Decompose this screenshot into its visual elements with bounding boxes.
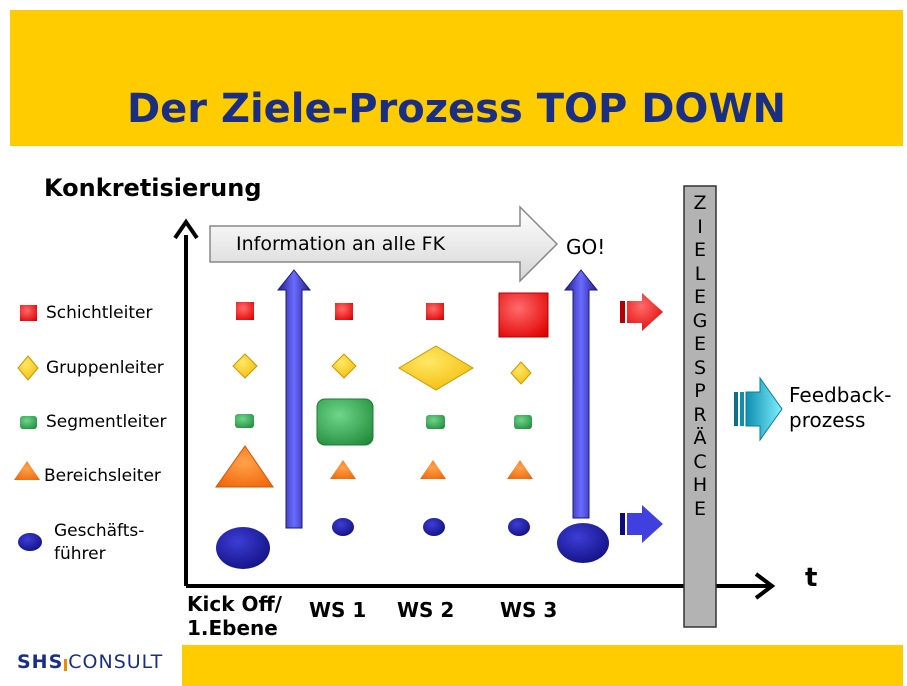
- kickoff-up-arrow: [276, 269, 312, 529]
- ws1-schichtleiter: [335, 303, 353, 320]
- y-axis: [173, 218, 199, 586]
- ws3-gruppenleiter: [510, 361, 532, 385]
- ws1-geschaeftsfuehrer: [332, 518, 354, 536]
- logo-divider: [64, 659, 68, 671]
- schichtleiter-output-arrow: [620, 293, 663, 331]
- y-axis-label: Konkretisierung: [44, 174, 262, 202]
- ws3-up-arrow: [563, 269, 599, 519]
- zg-letter: I: [697, 215, 703, 238]
- zg-letter: E: [693, 286, 706, 308]
- zielgespraeche-label: Z I E L E G E S P R Ä C H E: [686, 192, 714, 521]
- zg-letter: Z: [693, 192, 707, 214]
- feedback-line1: Feedback-: [789, 383, 892, 407]
- footer-bar: [182, 645, 903, 686]
- x-category-kickoff-line1: Kick Off/: [187, 592, 282, 616]
- ws2-bereichsleiter: [420, 460, 446, 479]
- header-banner: Der Ziele-Prozess TOP DOWN: [10, 10, 903, 146]
- legend-geschaeftsfuehrer-icon: [18, 533, 42, 551]
- legend-gruppenleiter-label: Gruppenleiter: [46, 358, 164, 378]
- ws3-geschaeftsfuehrer: [508, 518, 530, 536]
- page-title: Der Ziele-Prozess TOP DOWN: [126, 86, 787, 132]
- logo-bold: SHS: [17, 651, 64, 673]
- information-arrow-label: Information an alle FK: [236, 233, 446, 255]
- kickoff-schichtleiter: [236, 302, 254, 320]
- x-category-ws3: WS 3: [500, 598, 558, 622]
- zg-letter: G: [692, 309, 708, 332]
- feedback-label: Feedback- prozess: [789, 383, 891, 433]
- x-category-ws2: WS 2: [397, 598, 455, 622]
- ws2-schichtleiter: [426, 303, 444, 320]
- feedback-line2: prozess: [789, 408, 866, 432]
- legend-geschaeftsfuehrer-line1: Geschäfts-: [54, 521, 145, 541]
- zielgespraeche-bar: [683, 185, 717, 628]
- logo-thin: CONSULT: [68, 651, 164, 673]
- x-axis: [186, 572, 776, 600]
- legend-schichtleiter-label: Schichtleiter: [46, 303, 153, 323]
- go-label: GO!: [566, 235, 606, 259]
- legend-bereichsleiter-icon: [14, 461, 40, 480]
- ws2-segmentleiter: [426, 415, 445, 429]
- x-axis-label: t: [805, 563, 818, 593]
- geschaeftsfuehrer-output-arrow: [620, 505, 663, 543]
- ws2-geschaeftsfuehrer: [423, 518, 445, 536]
- zg-letter: E: [693, 333, 706, 355]
- ws1-gruppenleiter: [331, 353, 357, 379]
- zg-letter: C: [693, 450, 707, 473]
- x-category-kickoff-line2: 1.Ebene: [187, 616, 278, 640]
- kickoff-gruppenleiter: [232, 353, 258, 379]
- zg-letter: L: [694, 262, 706, 285]
- go-geschaeftsfuehrer: [557, 523, 609, 563]
- ws3-schichtleiter: [498, 292, 549, 338]
- legend-geschaeftsfuehrer-line2: führer: [54, 544, 106, 564]
- zg-letter: E: [693, 239, 706, 261]
- feedback-arrow: [734, 376, 783, 442]
- ws3-bereichsleiter: [507, 460, 533, 479]
- x-category-kickoff: Kick Off/ 1.Ebene: [187, 592, 282, 640]
- legend-bereichsleiter-label: Bereichsleiter: [44, 466, 161, 486]
- x-category-ws1: WS 1: [309, 598, 367, 622]
- zg-letter: S: [693, 356, 707, 379]
- legend-schichtleiter-icon: [20, 305, 37, 321]
- legend-geschaeftsfuehrer-label: Geschäfts- führer: [54, 520, 144, 566]
- ws3-segmentleiter: [514, 415, 532, 429]
- kickoff-segmentleiter: [235, 414, 254, 428]
- zg-letter: H: [692, 474, 708, 496]
- information-arrow: [209, 205, 559, 283]
- legend-segmentleiter-icon: [20, 416, 37, 429]
- ws1-segmentleiter: [316, 398, 374, 446]
- ws1-bereichsleiter: [330, 460, 356, 479]
- legend-gruppenleiter-icon: [17, 355, 39, 381]
- zg-letter: E: [693, 497, 706, 520]
- zg-letter: Ä: [693, 427, 707, 449]
- legend-segmentleiter-label: Segmentleiter: [46, 412, 167, 432]
- ws2-gruppenleiter: [398, 345, 474, 391]
- kickoff-bereichsleiter: [215, 445, 274, 488]
- zg-letter: R: [693, 403, 707, 426]
- kickoff-geschaeftsfuehrer: [216, 527, 270, 569]
- zg-letter: P: [694, 380, 706, 402]
